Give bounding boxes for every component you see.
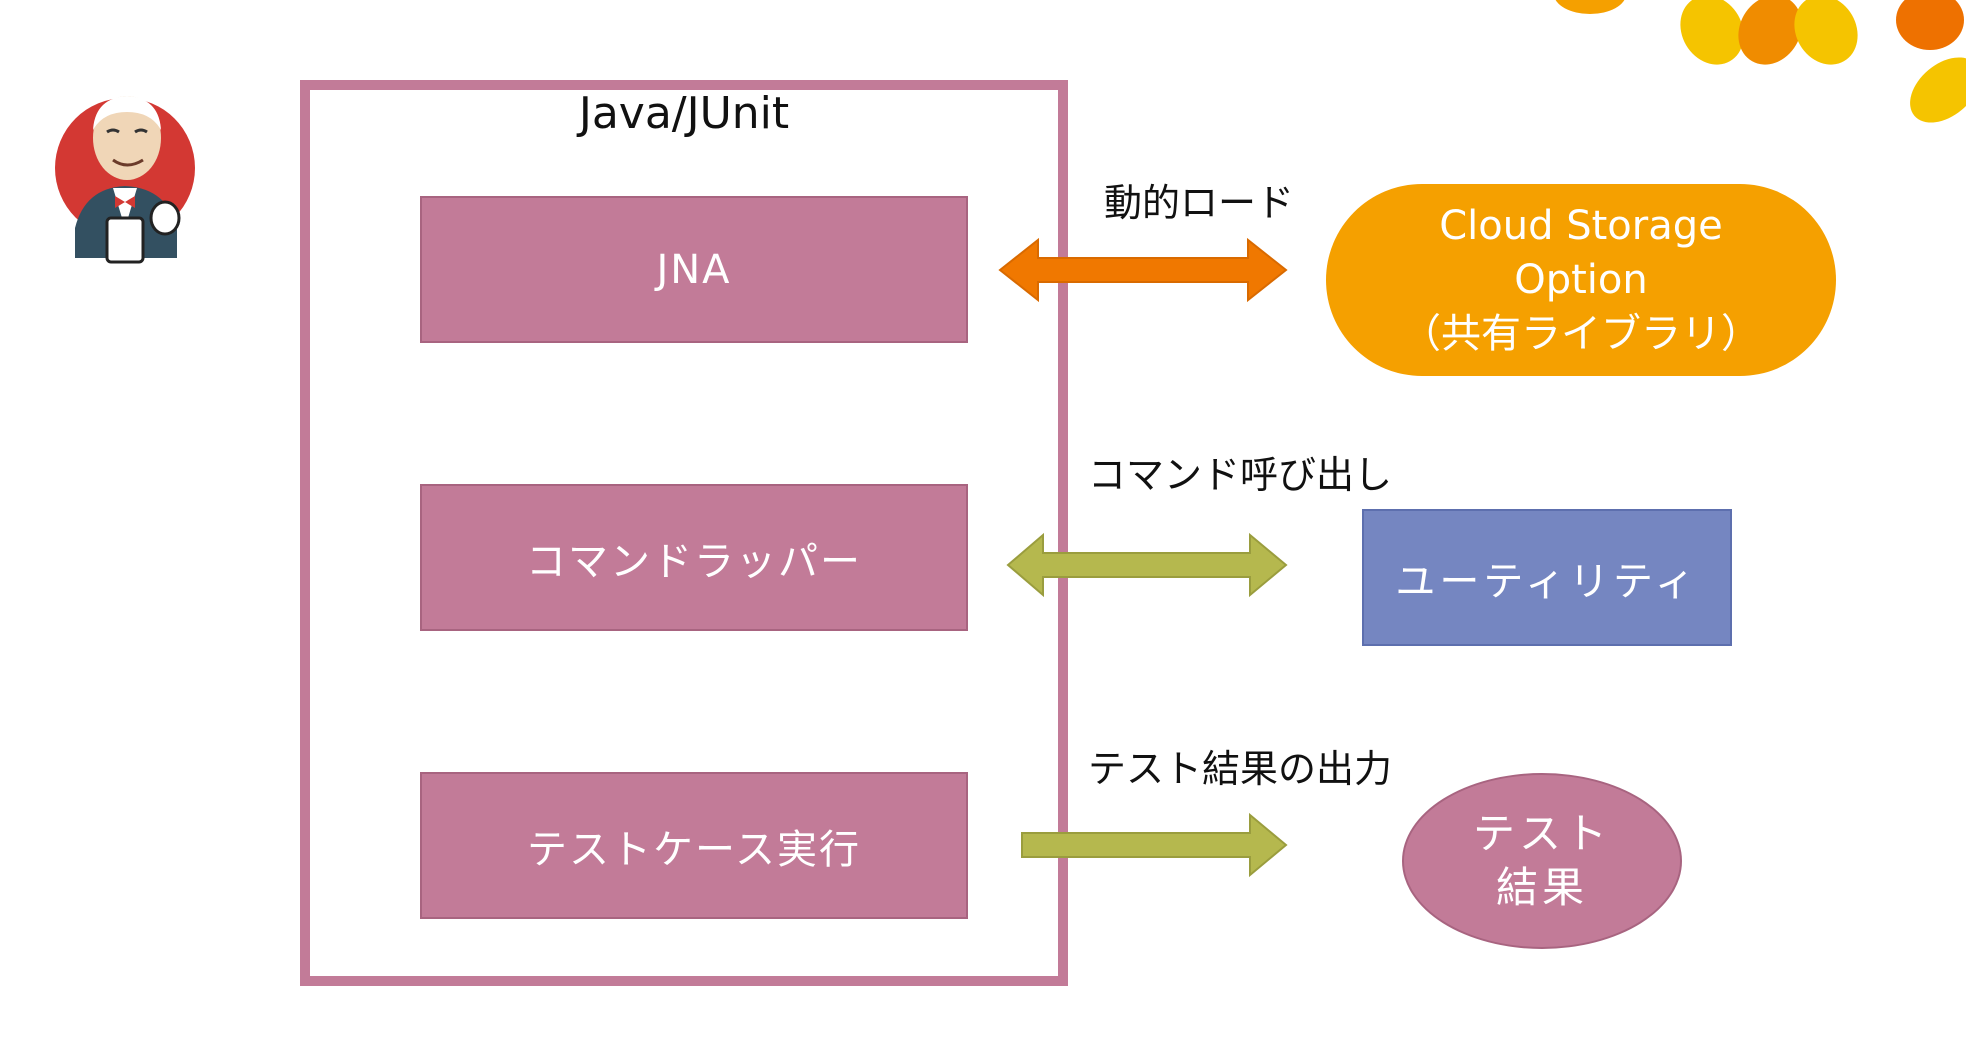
testcase-label: テストケース実行 [527, 826, 861, 873]
result-label-line2: 結果 [1495, 863, 1588, 912]
testcase-box: テストケース実行 [420, 772, 968, 919]
utility-label: ユーティリティ [1395, 558, 1699, 605]
command-wrapper-box: コマンドラッパー [420, 484, 968, 631]
jna-label: JNA [656, 246, 732, 293]
test-output-label: テスト結果の出力 [1088, 747, 1393, 791]
flower-petals-decoration [1555, 0, 1966, 123]
utility-box: ユーティリティ [1362, 509, 1732, 646]
jna-box: JNA [420, 196, 968, 343]
jenkins-butler-icon [55, 96, 195, 264]
result-label-line1: テスト [1472, 809, 1611, 858]
java-junit-container [300, 80, 1068, 986]
command-call-arrow [1006, 532, 1288, 598]
dynamic-load-arrow [998, 237, 1288, 303]
dynamic-load-label: 動的ロード [1104, 181, 1295, 225]
cloud-storage-option-shape: Cloud Storage Option （共有ライブラリ） [1326, 184, 1836, 376]
command-wrapper-label: コマンドラッパー [526, 538, 862, 585]
cloud-label-line1: Cloud Storage [1439, 203, 1723, 249]
command-call-label: コマンド呼び出し [1088, 453, 1393, 497]
test-result-ellipse: テスト 結果 [1402, 773, 1682, 949]
container-title: Java/JUnit [578, 88, 790, 139]
cloud-label-line2: Option [1514, 257, 1648, 303]
cloud-label-line3: （共有ライブラリ） [1401, 311, 1761, 357]
test-output-arrow [1021, 812, 1288, 878]
